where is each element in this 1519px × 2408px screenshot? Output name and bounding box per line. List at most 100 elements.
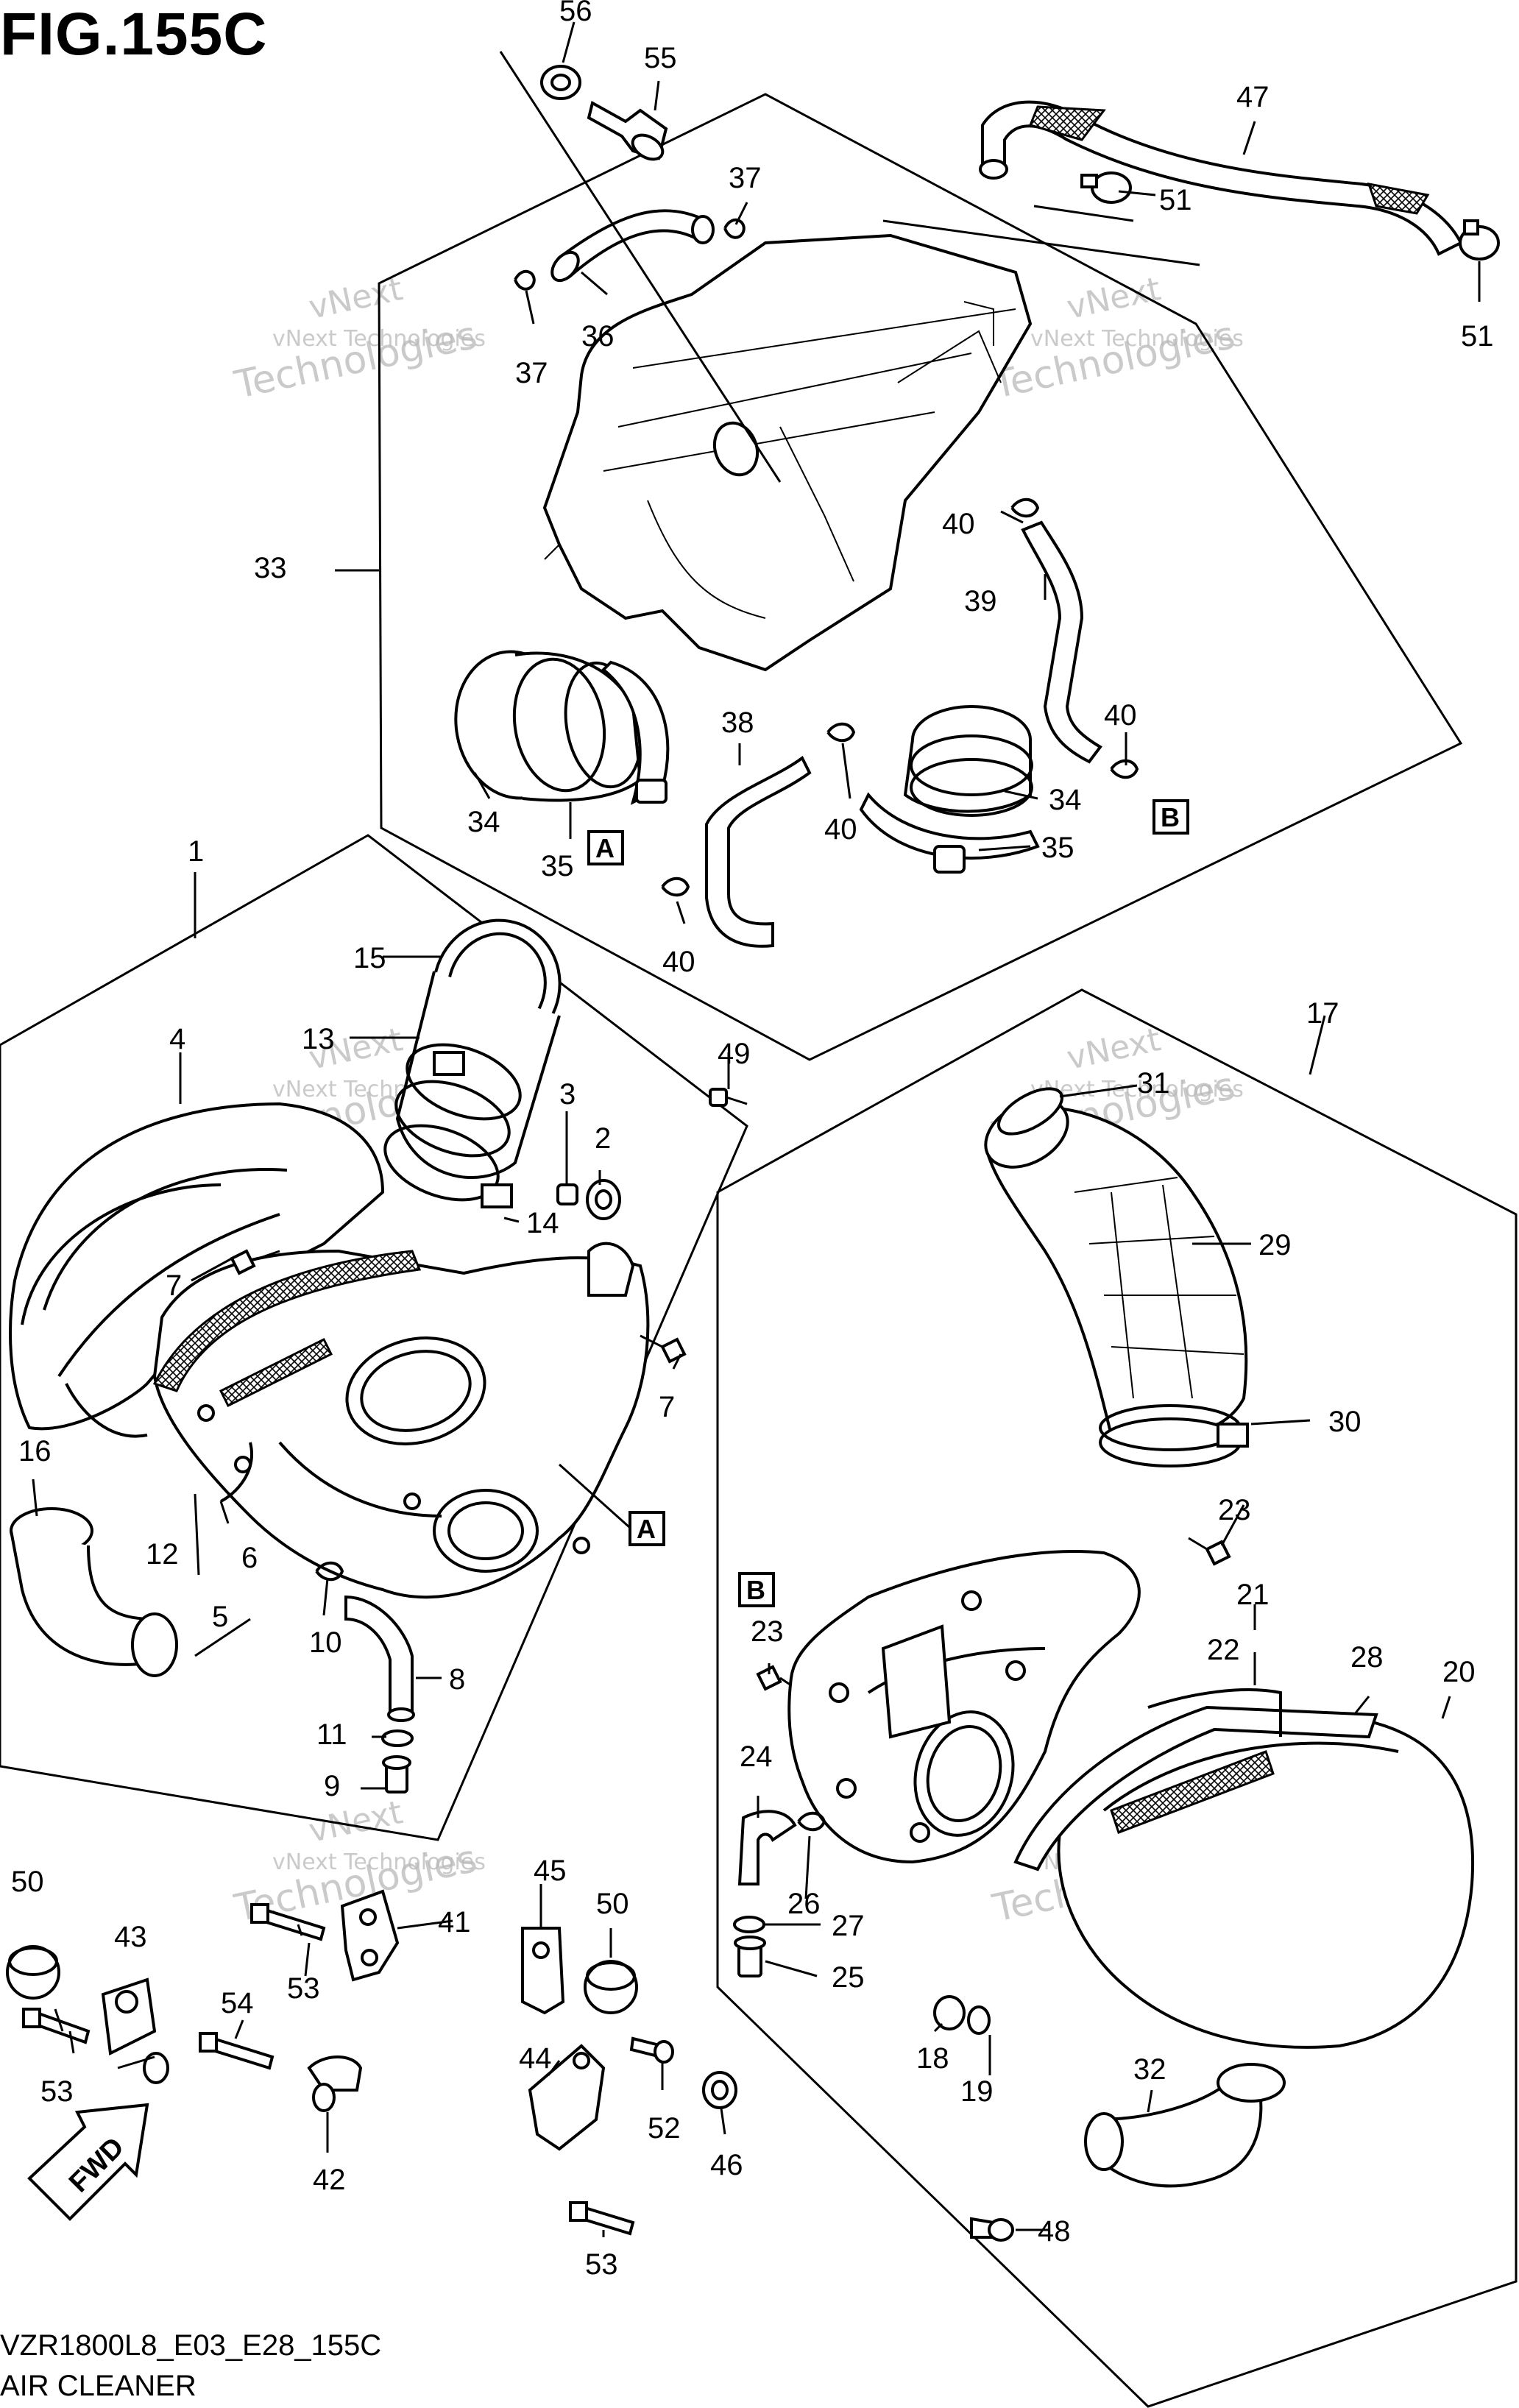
ref-box-b-2: B [738,1572,775,1607]
figure-title: FIG.155C [0,1,268,68]
part-label-24: 24 [740,1741,773,1773]
clips-40 [661,497,1139,897]
cushion-50b [584,1960,638,2014]
part-label-31: 31 [1137,1067,1170,1099]
part-label-36: 36 [581,320,615,353]
part-label-53b: 53 [287,1972,320,2005]
part-label-28: 28 [1350,1641,1384,1674]
part-label-47: 47 [1236,81,1270,113]
part-label-20: 20 [1442,1656,1476,1688]
leader-lines [32,21,1481,2237]
part-label-34a: 34 [467,806,500,838]
screw-23b [756,1665,792,1691]
part-label-35b: 35 [1041,832,1074,864]
frame-assembly-33 [378,93,1463,1061]
bolt-48 [970,2217,1014,2242]
air-cleaner-case-1 [152,1242,650,1599]
part-label-49: 49 [718,1038,751,1070]
part-label-56: 56 [559,0,592,27]
part-label-11: 11 [316,1718,347,1751]
part-label-33: 33 [254,552,287,584]
hose-39 [1021,520,1102,764]
part-label-32: 32 [1133,2053,1166,2086]
air-box-cover-33 [542,233,1033,672]
clamp-10 [315,1561,344,1582]
hose-8 [344,1595,415,1722]
element-12-frame [21,1183,222,1438]
bolt-52 [629,2036,674,2064]
part-label-6: 6 [241,1542,258,1574]
part-label-51a: 51 [1159,184,1192,216]
collar-46 [702,2071,737,2109]
band-35-left [601,660,670,805]
figure-caption: AIR CLEANER [0,2370,196,2402]
part-label-40d: 40 [662,946,695,978]
hose-38 [705,755,812,948]
clip-11 [381,1729,414,1747]
part-label-40b: 40 [1104,699,1137,732]
part-label-53a: 53 [40,2075,74,2108]
part-label-42: 42 [313,2164,346,2196]
clamp-51b [1459,219,1500,261]
funnel-34-left [454,650,643,802]
band-6 [220,1442,253,1503]
part-label-4: 4 [169,1023,185,1055]
part-label-37b: 37 [515,357,548,389]
frame-assembly-17 [716,988,1518,2408]
duct-16 [10,1507,178,1677]
funnel-34-right [903,705,1033,817]
part-label-17: 17 [1306,997,1339,1030]
element-22 [1147,1688,1282,1737]
part-label-15: 15 [353,942,386,974]
clip-27 [733,1916,765,1933]
band-31 [997,1087,1063,1136]
part-label-22: 22 [1207,1634,1240,1666]
cushion-50a [6,1945,60,2000]
part-label-50a: 50 [11,1866,44,1898]
cushion-2 [586,1179,621,1220]
part-label-23a: 23 [1218,1494,1251,1526]
part-label-2: 2 [595,1122,611,1155]
screw-7a [230,1249,280,1275]
hose-24 [737,1810,797,1885]
ref-box-a-1: A [587,830,624,865]
drain-plug-9 [382,1755,411,1793]
figure-code: VZR1800L8_E03_E28_155C [0,2329,382,2362]
part-label-40a: 40 [942,508,975,540]
band-30 [1099,1404,1249,1467]
part-label-51b: 51 [1461,320,1494,353]
ref-box-a-2: A [629,1511,665,1546]
screw-23a [1188,1537,1231,1566]
watermark-1: vNext Technologies vNext Technologies [230,270,486,408]
part-label-5: 5 [212,1601,228,1633]
ref-b-text: B [1161,802,1180,832]
part-label-50b: 50 [596,1888,629,1920]
intake-pipe-29 [984,1098,1248,1440]
part-label-53c: 53 [585,2248,618,2281]
ref-b-text: B [746,1575,765,1605]
part-label-35a: 35 [541,850,574,882]
clip-37 [514,218,746,291]
part-label-21: 21 [1236,1579,1270,1611]
part-label-39: 39 [964,585,997,617]
clamp-51a [1080,171,1132,204]
bracket-45 [521,1927,565,2015]
clamp-42 [307,2055,363,2112]
cushion-18 [933,1995,966,2030]
plug-25 [734,1936,766,1977]
hose-36 [550,209,715,283]
part-labels: 56 55 47 37 51 36 37 51 33 40 39 40 38 3… [11,0,1494,2281]
part-label-41: 41 [438,1906,471,1938]
watermark-text: vNext Technologies [1030,326,1244,352]
collar-19 [967,2005,991,2035]
grommet-56 [540,65,581,100]
part-label-54: 54 [221,1987,254,2019]
part-label-14: 14 [526,1207,559,1239]
bracket-43 [101,1977,169,2084]
duct-32 [1084,2063,1286,2188]
part-label-25: 25 [832,1961,865,1994]
valve-55 [587,100,668,161]
screw-49 [709,1088,748,1107]
part-label-44: 44 [519,2042,552,2075]
